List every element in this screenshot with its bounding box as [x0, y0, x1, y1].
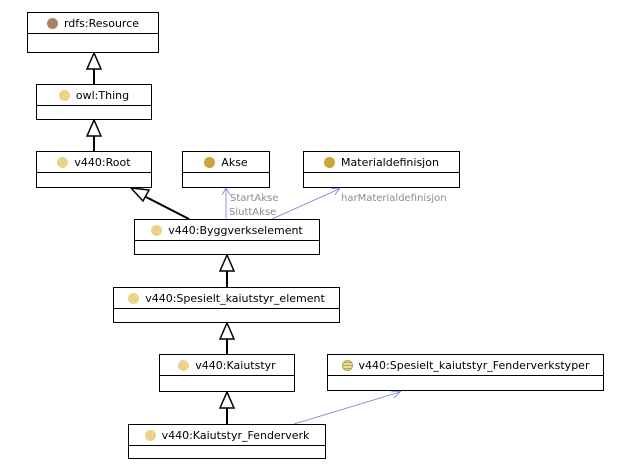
association-edge-fenderverkstyper — [293, 391, 401, 425]
class-header: v440:Kaiutstyr_Fenderverk — [129, 425, 325, 446]
class-label: v440:Root — [74, 155, 131, 169]
class-header: v440:Root — [37, 152, 151, 173]
class-label: v440:Kaiutstyr — [195, 358, 276, 372]
class-label: rdfs:Resource — [63, 16, 140, 30]
class-icon — [58, 89, 70, 101]
class-header: Akse — [183, 152, 269, 173]
class-header: owl:Thing — [37, 85, 151, 106]
class-label: v440:Byggverkselement — [168, 223, 303, 237]
association-arrowhead — [221, 187, 231, 196]
class-rdfs-resource[interactable]: rdfs:Resource — [27, 12, 159, 53]
generalization-edge — [145, 196, 190, 220]
edge-label-har-materialdefinisjon: harMaterialdefinisjon — [341, 193, 447, 204]
generalization-arrowhead — [218, 253, 236, 272]
class-header: v440:Spesielt_kaiutstyr_element — [114, 288, 339, 309]
class-v440-byggverkselement[interactable]: v440:Byggverkselement — [134, 219, 320, 255]
association-arrowhead — [330, 187, 341, 196]
class-icon — [128, 292, 140, 304]
generalization-arrowhead — [85, 51, 103, 70]
class-label: v440:Spesielt_kaiutstyr_Fenderverkstyper — [358, 358, 590, 372]
class-materialdefinisjon[interactable]: Materialdefinisjon — [303, 151, 460, 188]
class-icon — [178, 359, 190, 371]
enumeration-icon — [341, 359, 353, 371]
generalization-arrowhead — [218, 321, 236, 340]
class-header: v440:Spesielt_kaiutstyr_Fenderverkstyper — [328, 355, 603, 376]
class-v440-kaiutstyr[interactable]: v440:Kaiutstyr — [159, 354, 295, 392]
class-v440-spesielt-kaiutstyr-element[interactable]: v440:Spesielt_kaiutstyr_element — [113, 287, 340, 323]
association-arrowhead — [390, 390, 403, 399]
class-icon — [57, 156, 69, 168]
resource-class-icon — [46, 17, 58, 29]
class-v440-fenderverkstyper[interactable]: v440:Spesielt_kaiutstyr_Fenderverkstyper — [327, 354, 604, 391]
association-edge-materialdefinisjon — [271, 188, 340, 220]
class-v440-root[interactable]: v440:Root — [36, 151, 152, 188]
class-label: Akse — [221, 155, 248, 169]
class-header: v440:Byggverkselement — [135, 220, 319, 241]
class-header: rdfs:Resource — [28, 13, 158, 34]
class-icon — [151, 224, 163, 236]
edge-label-start-akse: StartAkse — [230, 193, 279, 204]
class-v440-kaiutstyr-fenderverk[interactable]: v440:Kaiutstyr_Fenderverk — [128, 424, 326, 459]
class-akse[interactable]: Akse — [182, 151, 270, 188]
generalization-arrowhead — [129, 187, 151, 203]
class-icon — [324, 156, 336, 168]
class-icon — [204, 156, 216, 168]
class-label: owl:Thing — [75, 88, 130, 102]
class-header: Materialdefinisjon — [304, 152, 459, 173]
class-owl-thing[interactable]: owl:Thing — [36, 84, 152, 120]
class-label: v440:Kaiutstyr_Fenderverk — [161, 428, 310, 442]
class-icon — [144, 429, 156, 441]
edge-label-slutt-akse: SluttAkse — [229, 207, 277, 218]
class-header: v440:Kaiutstyr — [160, 355, 294, 376]
generalization-arrowhead — [218, 390, 236, 409]
class-label: Materialdefinisjon — [341, 155, 439, 169]
generalization-arrowhead — [85, 118, 103, 137]
class-label: v440:Spesielt_kaiutstyr_element — [145, 291, 325, 305]
